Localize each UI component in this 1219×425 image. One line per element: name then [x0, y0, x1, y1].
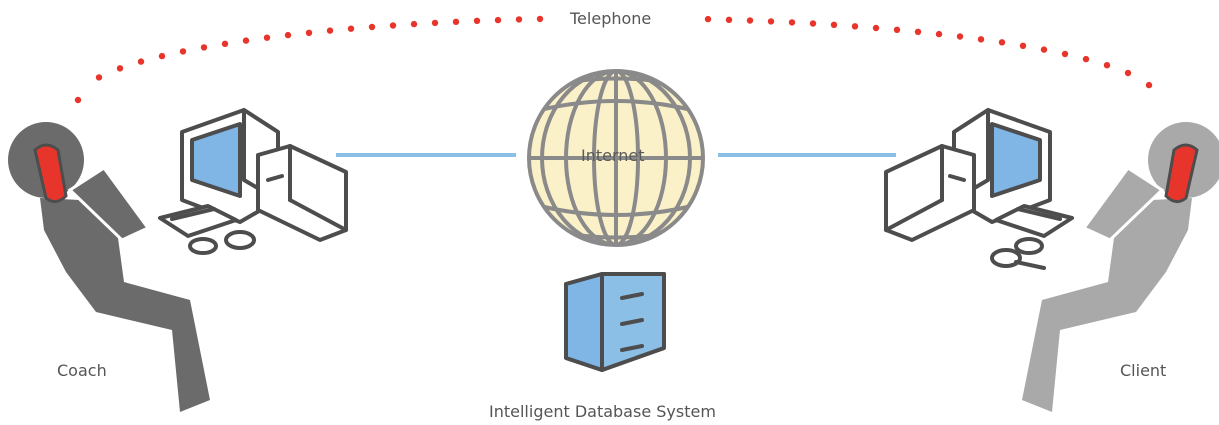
coach-person-icon	[8, 122, 210, 412]
telephone-dot	[410, 20, 418, 28]
telephone-dot	[536, 15, 544, 23]
telephone-dot	[473, 17, 481, 24]
telephone-dot	[704, 15, 712, 23]
telephone-dot	[347, 25, 355, 32]
telephone-dot	[830, 21, 838, 28]
telephone-dot	[767, 18, 775, 25]
telephone-dot	[368, 23, 376, 31]
telephone-dot	[452, 18, 460, 25]
telephone-dot	[1124, 69, 1132, 77]
telephone-dot	[116, 65, 124, 72]
internet-label: Internet	[581, 146, 645, 165]
telephone-dot	[158, 52, 166, 60]
telephone-dot	[788, 19, 796, 26]
telephone-dot	[1040, 46, 1048, 53]
telephone-dot	[221, 40, 229, 47]
telephone-dot	[200, 44, 208, 51]
telephone-dot	[179, 48, 187, 55]
telephone-dot	[725, 16, 733, 23]
telephone-dot	[95, 74, 103, 81]
globe-icon	[527, 69, 705, 247]
telephone-dot	[1019, 42, 1027, 49]
telephone-dot	[74, 96, 82, 104]
telephone-dot	[977, 36, 985, 43]
telephone-dot	[263, 34, 271, 41]
telephone-dot	[137, 58, 145, 65]
telephone-dot	[809, 20, 817, 27]
client-label: Client	[1120, 361, 1167, 380]
telephone-dot	[326, 27, 334, 34]
telephone-dot	[1103, 61, 1111, 69]
telephone-dot	[431, 19, 439, 27]
client-computer-icon	[884, 108, 1074, 270]
telephone-dot	[851, 23, 859, 30]
telephone-dot	[872, 24, 880, 32]
telephone-dot	[935, 30, 943, 38]
telephone-dot	[242, 37, 250, 44]
telephone-dot	[1082, 55, 1090, 63]
client-person-icon	[1022, 122, 1219, 412]
coach-label: Coach	[57, 361, 107, 380]
telephone-dot	[515, 16, 523, 23]
telephone-dot	[284, 31, 292, 39]
telephone-link	[74, 15, 1153, 104]
telephone-dot	[746, 17, 754, 24]
telephone-dot	[494, 16, 502, 24]
database-label: Intelligent Database System	[489, 402, 716, 421]
telephone-dot	[1145, 81, 1153, 89]
database-cabinet-icon	[564, 272, 666, 372]
telephone-dot	[1061, 50, 1069, 58]
telephone-dot	[389, 22, 397, 29]
telephone-dot	[956, 33, 964, 40]
telephone-dot	[305, 29, 313, 36]
telephone-dot	[998, 39, 1006, 46]
coach-computer-icon	[158, 108, 348, 255]
telephone-label: Telephone	[570, 9, 652, 28]
telephone-dot	[914, 28, 922, 35]
telephone-dot	[893, 26, 901, 33]
